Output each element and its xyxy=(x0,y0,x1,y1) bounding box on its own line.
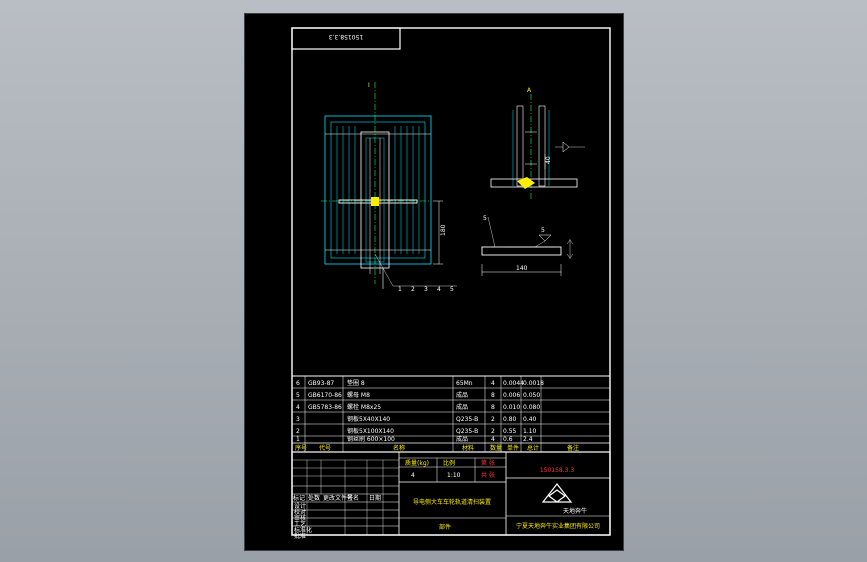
bom-cell-no: 5 xyxy=(296,392,300,399)
sign-header-cell: 处数 xyxy=(308,494,320,502)
bom-header-cell: 备注 xyxy=(567,444,579,452)
bom-header-cell: 数量 xyxy=(490,444,502,452)
weld-mark: 5 xyxy=(541,227,545,234)
dim-left: 180 xyxy=(440,224,447,236)
side-view: A 40 xyxy=(490,87,585,199)
bom-header-cell: 名称 xyxy=(393,444,405,452)
drawing-number-box xyxy=(291,27,401,50)
bom-cell-unit: 0.6 xyxy=(503,436,513,443)
section-callout: 5 xyxy=(483,215,487,222)
bom-cell-material: 成品 xyxy=(456,391,468,399)
sign-header-cell: 签名 xyxy=(347,494,359,502)
bom-cell-unit: 0.010 xyxy=(503,404,520,411)
bom-cell-total: 0.40 xyxy=(523,416,537,423)
sign-header-row: 标记处数更改文件号签名 日期 xyxy=(293,494,381,502)
side-view-label: A xyxy=(527,87,532,94)
bom-cell-code: GB93-87 xyxy=(308,380,334,387)
bom-cell-no: 3 xyxy=(296,416,300,423)
callout-3: 3 xyxy=(424,286,428,293)
callout-numbers: 1 2 3 4 5 xyxy=(398,286,454,293)
bom-cell-name: 钢板5X40X140 xyxy=(347,415,390,423)
callout-5: 5 xyxy=(450,286,454,293)
bom-cell-material: 65Mn xyxy=(456,380,473,387)
bom-cell-total: 1.10 xyxy=(523,428,537,435)
bom-cell-name: 钢丝刷 600×100 xyxy=(347,435,395,443)
bom-cell-no: 2 xyxy=(296,428,300,435)
callout-2: 2 xyxy=(411,286,415,293)
sign-header-cell: 标记 xyxy=(293,494,305,502)
scale-label: 比例 xyxy=(443,459,455,467)
bom-cell-name: 螺栓 M8x25 xyxy=(347,403,381,411)
bom-header-cell: 总计 xyxy=(527,444,539,452)
sign-row-label: 批准 xyxy=(294,532,306,540)
sign-row-label: 校对 xyxy=(294,508,306,516)
sheet-label: 第 张 xyxy=(481,459,495,467)
sign-header-cell: 更改文件号 xyxy=(323,494,353,502)
front-view: I 180 xyxy=(321,82,457,289)
bom-cell-total: 2.4 xyxy=(523,436,533,443)
bom-header-cell: 材料 xyxy=(462,444,474,452)
dim-side: 40 xyxy=(545,156,552,164)
drawing-number: 150158.3.3 xyxy=(540,467,575,474)
bom-header-cell: 单件 xyxy=(507,444,519,452)
drawing-number-mirrored: 150158.3.3 xyxy=(329,33,364,40)
front-view-label: I xyxy=(368,82,370,89)
bom-cell-material: 成品 xyxy=(456,435,468,443)
bom-cell-qty: 4 xyxy=(491,380,495,387)
sign-row-label: 标准化 xyxy=(294,526,312,534)
bom-cell-name: 垫圈 8 xyxy=(347,379,365,387)
bom-cell-name: 钢板5X100X140 xyxy=(347,427,394,435)
bom-cell-qty: 8 xyxy=(491,404,495,411)
bom-header-cell: 代号 xyxy=(319,444,331,452)
bom-cell-material: Q235-B xyxy=(456,416,478,423)
callout-1: 1 xyxy=(398,286,402,293)
bom-header-cell: 序号 xyxy=(295,444,307,452)
bom-cell-name: 螺母 M8 xyxy=(347,391,370,399)
part-type: 部件 xyxy=(439,523,451,531)
bom-cell-material: Q235-B xyxy=(456,428,478,435)
bom-cell-material: 成品 xyxy=(456,403,468,411)
bom-cell-qty: 2 xyxy=(491,416,495,423)
bom-cell-no: 1 xyxy=(296,436,300,443)
weight-value: 4 xyxy=(411,472,415,479)
sheets-label: 共 张 xyxy=(481,471,495,479)
sign-row-label: 设计 xyxy=(294,502,306,510)
cad-drawing: 150158.3.3 I 1 xyxy=(291,27,611,540)
bom-table xyxy=(291,375,611,453)
drawing-viewport[interactable]: 150158.3.3 I 1 xyxy=(244,13,624,551)
bom-cell-unit: 0.55 xyxy=(503,428,517,435)
bom-cell-no: 6 xyxy=(296,380,300,387)
sign-header-cell: 日期 xyxy=(369,494,381,502)
drawing-title: 导电侧大车车轮轨道清扫装置 xyxy=(413,498,491,506)
scale-value: 1:10 xyxy=(447,472,461,479)
callout-4: 4 xyxy=(437,286,441,293)
bom-cell-code: GB6170-86 xyxy=(308,392,342,399)
bom-cell-total: 0.0018 xyxy=(523,380,544,387)
bom-cell-unit: 0.0044 xyxy=(503,380,524,387)
section-view: 5 5 140 xyxy=(481,215,574,276)
dim-bottom: 140 xyxy=(516,265,528,272)
bom-cell-unit: 0.006 xyxy=(503,392,520,399)
sheet-border xyxy=(291,27,611,536)
bom-cell-qty: 8 xyxy=(491,392,495,399)
sign-row-label: 工艺 xyxy=(294,520,306,528)
company-name: 宁夏天地奔牛实业集团有限公司 xyxy=(516,522,600,530)
bom-cell-qty: 4 xyxy=(491,436,495,443)
bom-cell-code: GB5783-86 xyxy=(308,404,342,411)
bom-cell-unit: 0.80 xyxy=(503,416,517,423)
logo-text: 天地奔牛 xyxy=(563,507,587,515)
bom-cell-no: 4 xyxy=(296,404,300,411)
bom-cell-total: 0.080 xyxy=(523,404,540,411)
weight-label: 质量(kg) xyxy=(405,459,429,467)
company-logo: 天地奔牛 xyxy=(541,483,587,515)
title-block xyxy=(291,451,611,536)
bom-cell-qty: 2 xyxy=(491,428,495,435)
bom-header-row: 序号 代号 名称 材料 数量单件总计 备注 xyxy=(295,444,579,452)
sign-row-label: 审核 xyxy=(294,514,306,522)
bom-cell-total: 0.050 xyxy=(523,392,540,399)
